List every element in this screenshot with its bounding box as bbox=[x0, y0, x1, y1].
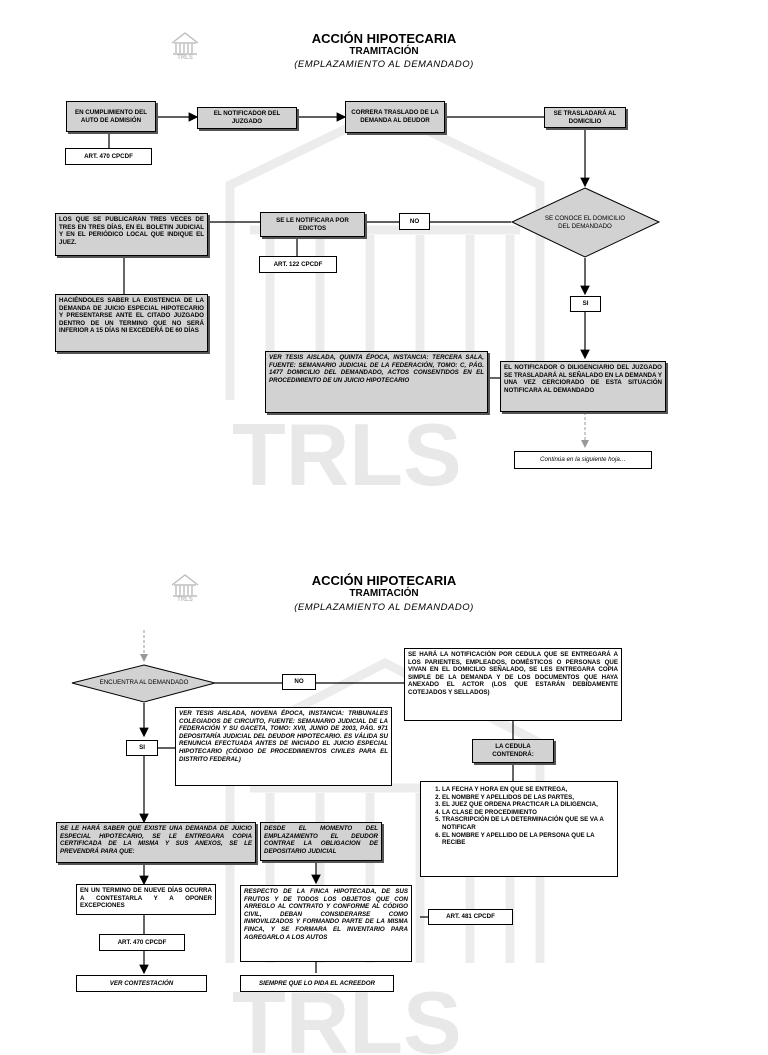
box-no: NO bbox=[282, 674, 316, 690]
page-subtitle: TRAMITACIÓN bbox=[349, 46, 419, 57]
logo-label: TRLS bbox=[177, 597, 193, 603]
decision-domicilio bbox=[510, 187, 661, 258]
list-contendra: LA FECHA Y HORA EN QUE SE ENTREGA,EL NOM… bbox=[424, 786, 614, 847]
decision-encuentra-label: ENCUENTRA AL DEMANDADO bbox=[99, 679, 189, 687]
box-continua: Continúa en la siguiente hoja… bbox=[514, 451, 652, 469]
list-item: LA CLASE DE PROCEDIMIENTO bbox=[442, 809, 614, 817]
box-tesis-novena-epoca: VER TESIS AISLADA, NOVENA ÉPOCA, INSTANC… bbox=[175, 707, 392, 786]
page-1: TRLS TRLS ACCIÓN HIPOTECARIA TRAMITACIÓN… bbox=[0, 0, 768, 512]
box-ver-contestacion: VER CONTESTACIÓN bbox=[76, 975, 207, 992]
box-tesis-quinta-epoca: VER TESIS AISLADA, QUINTA ÉPOCA, INSTANC… bbox=[265, 351, 488, 413]
box-termino-nueve-dias: EN UN TERMINO DE NUEVE DÍAS OCURRA A CON… bbox=[76, 884, 216, 915]
box-depositario-judicial: DESDE EL MOMENTO DEL EMPLAZAMIENTO EL DE… bbox=[260, 822, 382, 861]
box-notificador-juzgado: EL NOTIFICADOR DEL JUZGADO bbox=[197, 107, 297, 129]
box-siempre-acreedor: SIEMPRE QUE LO PIDA EL ACREEDOR bbox=[240, 975, 394, 992]
list-item: EL JUEZ QUE ORDENA PRACTICAR LA DILIGENC… bbox=[442, 801, 614, 809]
trls-logo-icon bbox=[171, 574, 199, 597]
list-item: EL NOMBRE Y APELLIDOS DE LAS PARTES, bbox=[442, 794, 614, 802]
logo-label: TRLS bbox=[177, 55, 193, 61]
trls-logo-icon bbox=[171, 32, 199, 55]
box-hara-saber: SE LE HARÁ SABER QUE EXISTE UNA DEMANDA … bbox=[56, 822, 256, 863]
box-correra-traslado: CORRERA TRASLADO DE LA DEMANDA AL DEUDOR bbox=[345, 101, 445, 133]
box-si: SI bbox=[126, 740, 158, 756]
box-cedula-contendra: LA CEDULA CONTENDRÁ: bbox=[472, 739, 554, 763]
box-lista-contendra: LA FECHA Y HORA EN QUE SE ENTREGA,EL NOM… bbox=[420, 781, 618, 877]
page-title: ACCIÓN HIPOTECARIA bbox=[311, 573, 457, 588]
page-2: TRLS TRLS ACCIÓN HIPOTECARIA TRAMITACIÓN… bbox=[0, 543, 768, 1055]
flow-connectors bbox=[108, 112, 661, 448]
box-haciendoles-saber: HACIÉNDOLES SABER LA EXISTENCIA DE LA DE… bbox=[55, 294, 208, 352]
list-item: LA FECHA Y HORA EN QUE SE ENTREGA, bbox=[442, 786, 614, 794]
box-art-470: ART. 470 CPCDF bbox=[65, 148, 152, 165]
box-art-122: ART. 122 CPCDF bbox=[259, 256, 337, 273]
list-item: TRASCRIPCIÓN DE LA DETERMINACIÓN QUE SE … bbox=[442, 816, 614, 831]
list-item: EL NOMBRE Y APELLIDO DE LA PERSONA QUE L… bbox=[442, 832, 614, 847]
page-title: ACCIÓN HIPOTECARIA bbox=[311, 31, 457, 46]
page-subtitle-2: (EMPLAZAMIENTO AL DEMANDADO) bbox=[294, 602, 474, 613]
box-trasladara-domicilio: SE TRASLADARÁ AL DOMICILIO bbox=[544, 107, 626, 128]
decision-encuentra bbox=[71, 664, 217, 703]
box-notificara-edictos: SE LE NOTIFICARA POR EDICTOS bbox=[260, 212, 365, 237]
page-subtitle-2: (EMPLAZAMIENTO AL DEMANDADO) bbox=[294, 59, 474, 70]
box-si: SI bbox=[570, 296, 601, 312]
box-art-470: ART. 470 CPCDF bbox=[99, 934, 185, 951]
box-cumplimiento-auto: EN CUMPLIMIENTO DEL AUTO DE ADMISIÓN bbox=[66, 101, 156, 132]
box-no: NO bbox=[399, 213, 430, 230]
box-notificacion-cedula: SE HARÁ LA NOTIFICACIÓN POR CEDULA QUE S… bbox=[404, 648, 622, 721]
box-publicaran: LOS QUE SE PUBLICARAN TRES VECES DE TRES… bbox=[55, 213, 208, 256]
box-finca-hipotecada: RESPECTO DE LA FINCA HIPOTECADA, DE SUS … bbox=[240, 885, 412, 962]
box-art-481: ART. 481 CPCDF bbox=[428, 909, 513, 925]
decision-domicilio-label: SE CONOCE EL DOMICILIO DEL DEMANDADO bbox=[544, 215, 626, 230]
page-subtitle: TRAMITACIÓN bbox=[349, 588, 419, 599]
box-diligenciario: EL NOTIFICADOR O DILIGENCIARIO DEL JUZGA… bbox=[500, 361, 666, 412]
